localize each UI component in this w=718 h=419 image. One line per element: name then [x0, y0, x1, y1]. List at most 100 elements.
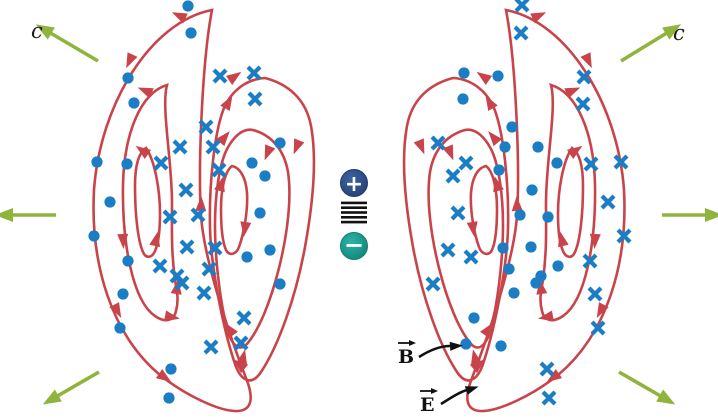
antenna-line — [341, 216, 367, 219]
field-labels: B E — [398, 340, 479, 416]
b-into-page-cross-icon — [539, 361, 555, 377]
e-label-pointer-arrowhead-icon — [464, 386, 479, 395]
antenna-line — [341, 220, 367, 224]
electric-field-loop — [402, 76, 510, 382]
b-out-of-page-dot-icon — [499, 141, 511, 153]
b-into-page-cross-icon — [440, 242, 456, 258]
b-out-of-page-dot-icon — [104, 196, 116, 208]
propagation-arrowhead-icon — [35, 24, 55, 40]
b-out-of-page-dot-icon — [114, 322, 126, 334]
b-into-page-cross-icon — [153, 155, 169, 171]
field-direction-arrowhead-icon — [149, 231, 161, 248]
b-field-label: B — [398, 346, 414, 368]
b-out-of-page-dot-icon — [508, 287, 520, 299]
b-out-of-page-dot-icon — [493, 164, 505, 176]
b-out-of-page-dot-icon — [121, 158, 133, 170]
electric-field-loop — [427, 128, 505, 349]
b-into-page-cross-icon — [458, 155, 474, 171]
propagation-arrow — [53, 370, 100, 400]
propagation-arrowhead-icon — [705, 208, 718, 222]
b-out-of-page-dot-icon — [503, 263, 515, 275]
b-into-page-cross-icon — [613, 154, 629, 170]
b-out-of-page-dot-icon — [457, 93, 469, 105]
b-out-of-page-dot-icon — [182, 0, 194, 12]
magnetic-field-markers-right — [425, 0, 632, 406]
b-out-of-page-dot-icon — [128, 97, 140, 109]
electric-field-loop — [213, 128, 291, 349]
propagation-arrowhead-icon — [656, 389, 676, 405]
propagation-arrow — [620, 29, 671, 63]
electric-field-loop — [539, 83, 597, 322]
field-direction-arrowhead-icon — [538, 310, 554, 322]
field-direction-arrowhead-icon — [264, 144, 276, 161]
b-out-of-page-dot-icon — [254, 207, 266, 219]
b-into-page-cross-icon — [582, 253, 598, 269]
field-direction-arrowhead-icon — [220, 95, 233, 111]
b-out-of-page-dot-icon — [246, 157, 258, 169]
field-direction-arrowhead-icon — [511, 196, 523, 212]
field-direction-arrowhead-icon — [488, 131, 503, 147]
field-direction-arrowhead-icon — [135, 145, 152, 159]
b-out-of-page-dot-icon — [259, 170, 271, 182]
c-label-right: c — [673, 21, 685, 45]
negative-charge-icon — [340, 232, 368, 260]
b-out-of-page-dot-icon — [552, 260, 564, 272]
b-into-page-cross-icon — [233, 335, 249, 351]
b-into-page-cross-icon — [198, 119, 214, 135]
b-out-of-page-dot-icon — [525, 241, 537, 253]
field-direction-arrowhead-icon — [215, 131, 230, 147]
b-into-page-cross-icon — [178, 182, 194, 198]
b-into-page-cross-icon — [575, 96, 591, 112]
antenna-lines-icon — [341, 201, 367, 224]
b-into-page-cross-icon — [425, 276, 441, 292]
dipole-antenna: + − — [340, 169, 368, 260]
field-direction-arrowhead-icon — [476, 71, 493, 85]
b-into-page-cross-icon — [236, 310, 252, 326]
b-out-of-page-dot-icon — [122, 255, 134, 267]
b-into-page-cross-icon — [445, 168, 461, 184]
propagation-arrowhead-icon — [42, 389, 62, 405]
b-out-of-page-dot-icon — [264, 244, 276, 256]
field-direction-arrowhead-icon — [442, 144, 454, 161]
b-into-page-cross-icon — [207, 240, 223, 256]
b-out-of-page-dot-icon — [185, 27, 197, 39]
b-out-of-page-dot-icon — [117, 288, 129, 300]
b-out-of-page-dot-icon — [122, 72, 134, 84]
b-out-of-page-dot-icon — [274, 278, 286, 290]
b-into-page-cross-icon — [172, 139, 188, 155]
electric-field-loop — [556, 146, 585, 259]
b-out-of-page-dot-icon — [492, 70, 504, 82]
positive-charge-icon — [340, 169, 368, 197]
b-into-page-cross-icon — [430, 135, 446, 151]
b-out-of-page-dot-icon — [530, 277, 542, 289]
b-out-of-page-dot-icon — [514, 209, 526, 221]
field-direction-arrowhead-icon — [530, 12, 547, 24]
field-direction-arrowhead-icon — [225, 71, 242, 85]
propagation-arrows — [0, 24, 718, 405]
plus-sign: + — [345, 172, 363, 197]
field-direction-arrowhead-icon — [117, 233, 129, 249]
b-label-pointer — [418, 344, 451, 359]
b-into-page-cross-icon — [190, 207, 206, 223]
antenna-line — [341, 211, 367, 214]
e-vector-arrowhead-icon — [431, 388, 438, 394]
field-direction-arrowhead-icon — [485, 95, 498, 111]
electric-field-loop — [219, 164, 249, 256]
b-out-of-page-dot-icon — [88, 230, 100, 242]
b-into-page-cross-icon — [590, 320, 606, 336]
b-out-of-page-dot-icon — [163, 392, 175, 404]
propagation-arrowhead-icon — [662, 24, 682, 40]
b-out-of-page-dot-icon — [468, 312, 480, 324]
field-direction-arrowhead-icon — [493, 176, 504, 193]
b-into-page-cross-icon — [205, 139, 221, 155]
b-out-of-page-dot-icon — [458, 67, 470, 79]
b-out-of-page-dot-icon — [532, 141, 544, 153]
b-into-page-cross-icon — [450, 205, 466, 221]
b-into-page-cross-icon — [576, 69, 592, 85]
electric-field-loop — [133, 146, 162, 259]
field-direction-arrowhead-icon — [171, 12, 188, 24]
antenna-line — [341, 206, 367, 209]
b-into-page-cross-icon — [587, 286, 603, 302]
e-field-label: E — [420, 394, 434, 416]
